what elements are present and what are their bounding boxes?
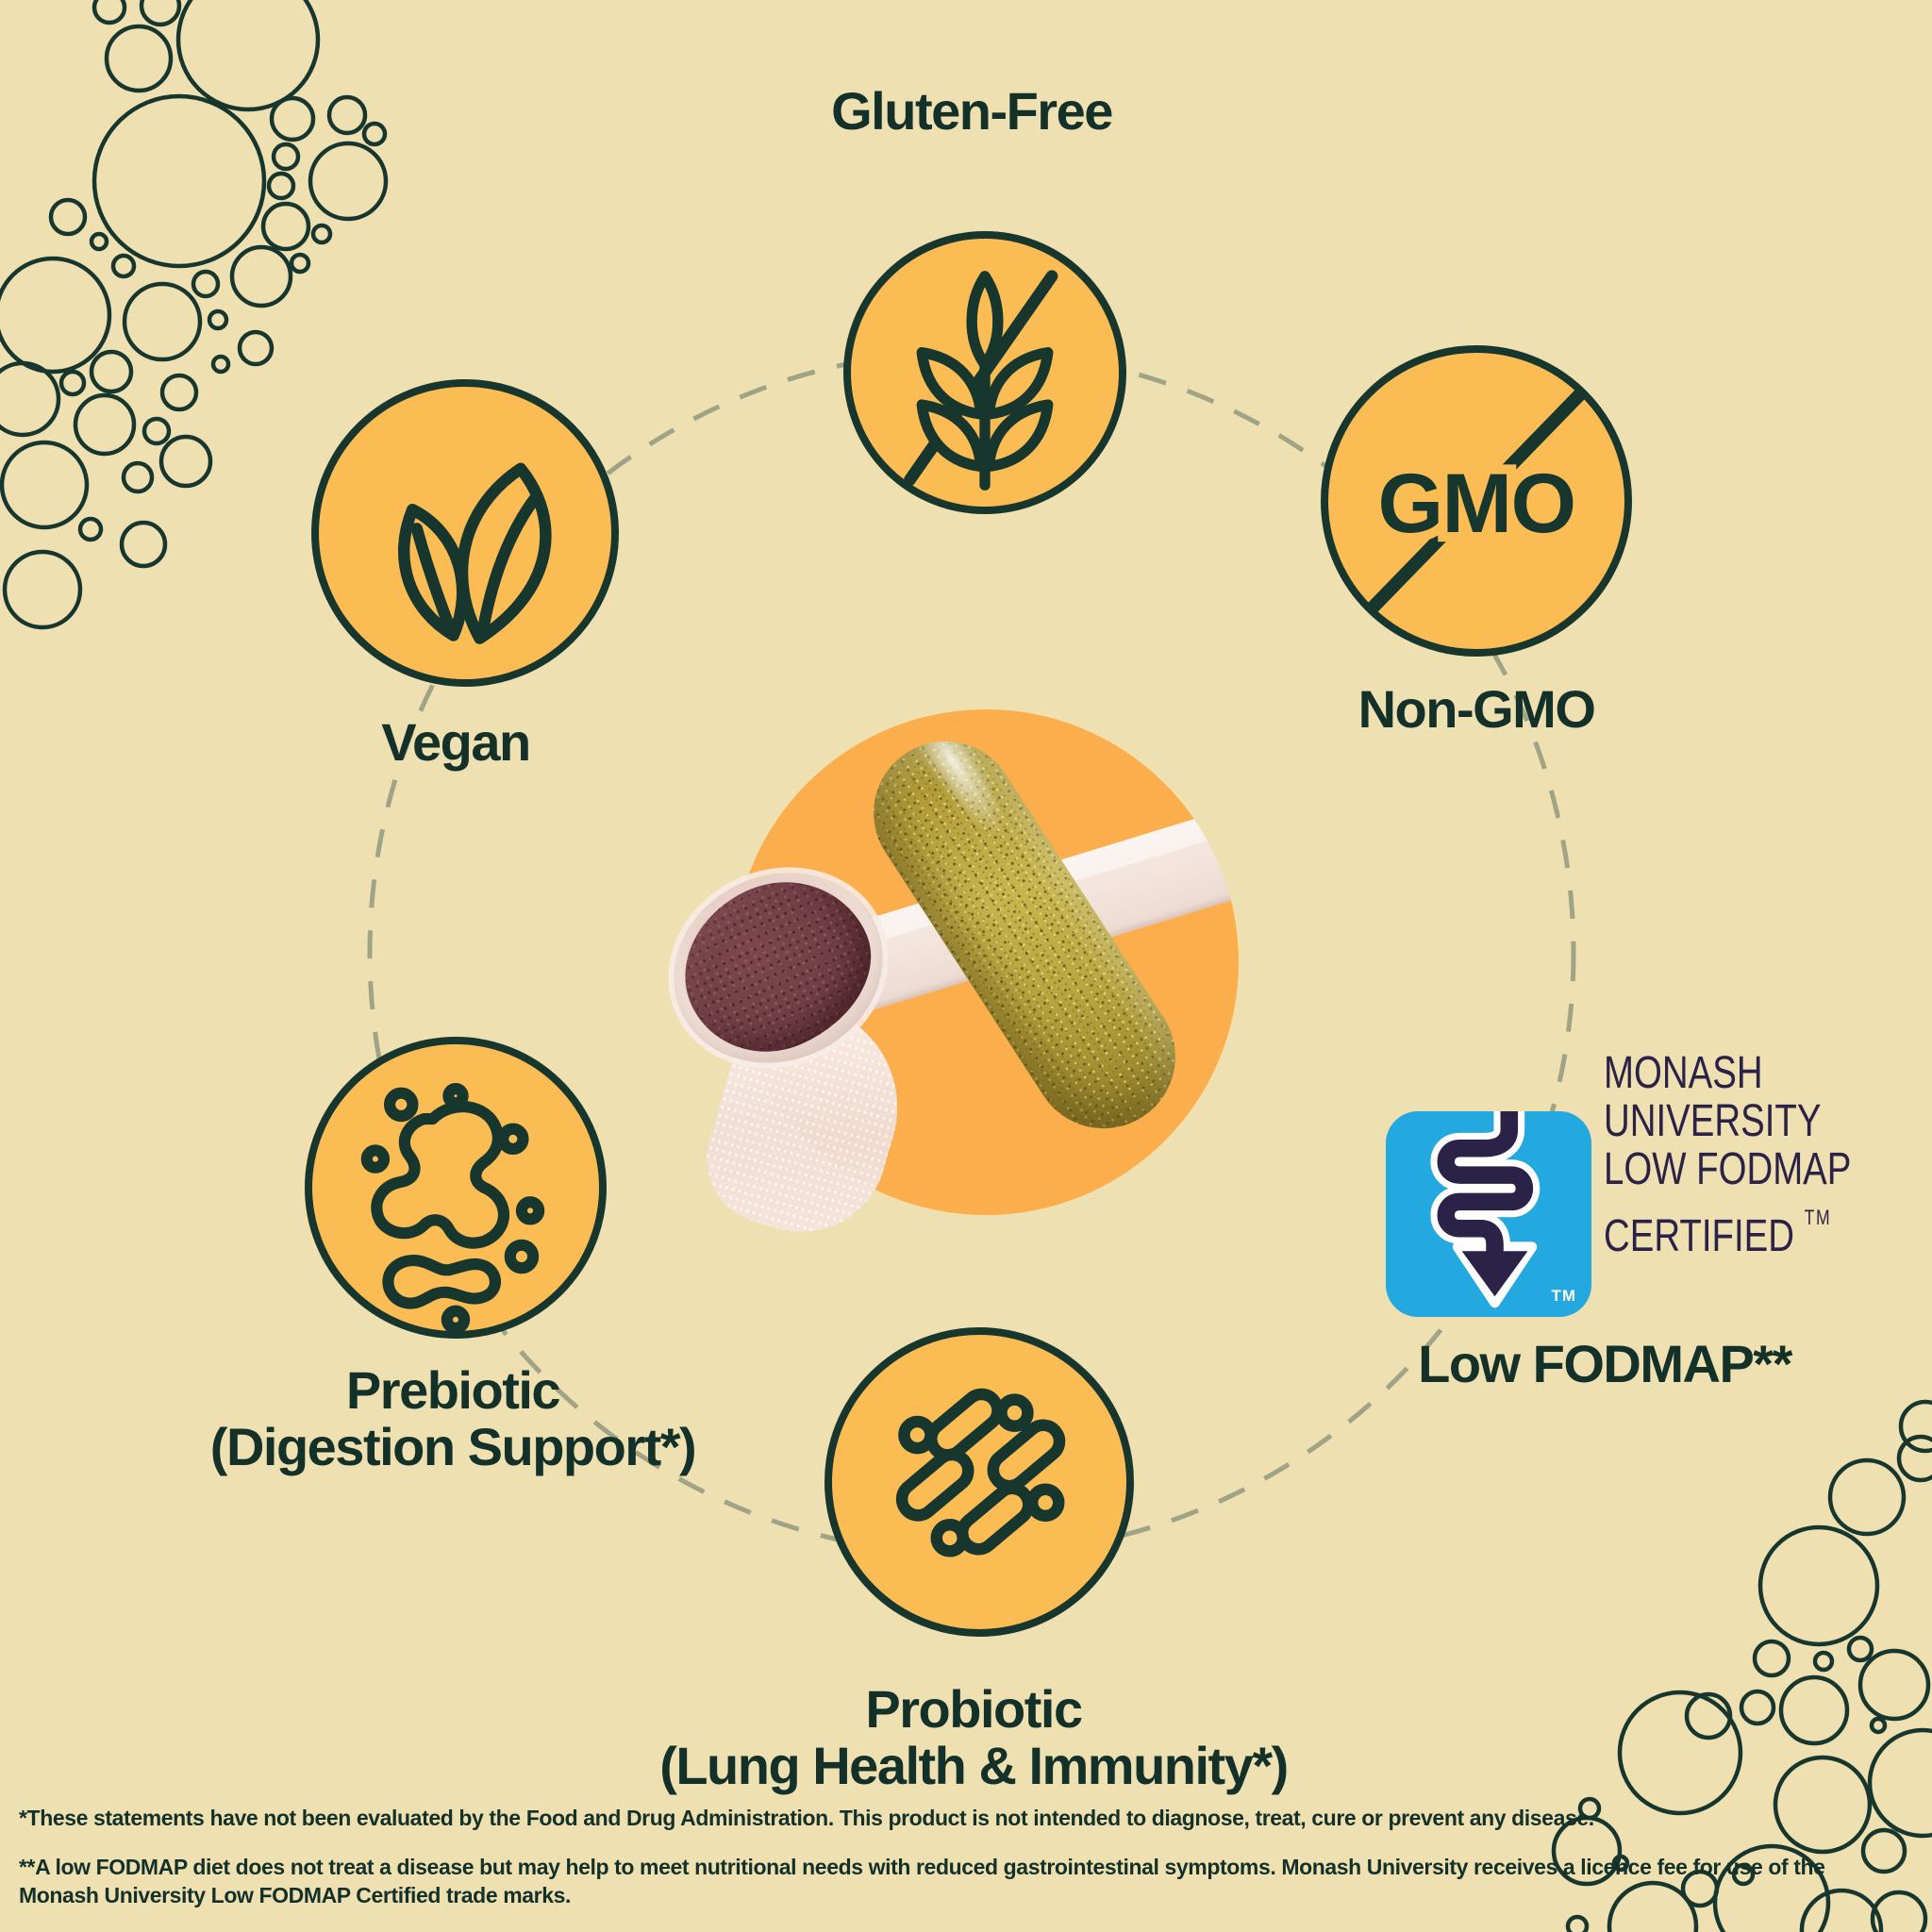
dashed-ring	[367, 348, 1576, 1557]
label-probiotic-subtitle: (Lung Health & Immunity*)	[659, 1736, 1289, 1795]
monash-trademark: TM	[1804, 1206, 1832, 1229]
monash-line-4: CERTIFIED	[1604, 1211, 1794, 1261]
intestine-arrow-icon	[1430, 1111, 1541, 1308]
label-gluten-free: Gluten-Free	[831, 81, 1113, 141]
badge-vegan	[311, 379, 619, 687]
no-gmo-icon: GMO	[1366, 387, 1587, 615]
label-probiotic: Probiotic (Lung Health & Immunity*)	[659, 1679, 1289, 1795]
monash-square-trademark: TM	[1551, 1287, 1576, 1305]
footer-disclaimers: *These statements have not been evaluate…	[19, 1804, 1909, 1930]
badge-gluten-free	[843, 231, 1126, 514]
monash-line-3: LOW FODMAP	[1604, 1144, 1852, 1194]
no-wheat-icon	[904, 270, 1058, 491]
label-probiotic-title: Probiotic	[865, 1679, 1083, 1739]
bubbles-decoration-top-left	[0, 0, 389, 630]
bubbles-decoration-bottom-right	[1551, 1399, 1932, 1932]
badge-probiotic	[824, 1327, 1134, 1637]
label-low-fodmap: Low FODMAP**	[1418, 1334, 1792, 1393]
label-non-gmo: Non-GMO	[1357, 679, 1596, 739]
monash-logo-square: TM	[1386, 1111, 1591, 1317]
badge-prebiotic	[305, 1037, 607, 1339]
disclaimer-fda: *These statements have not been evaluate…	[19, 1806, 1594, 1830]
label-prebiotic-subtitle: (Digestion Support*)	[209, 1417, 697, 1476]
leaves-icon	[398, 462, 552, 644]
probiotic-bacteria-icon	[895, 1388, 1066, 1557]
label-prebiotic-title: Prebiotic	[345, 1360, 561, 1420]
disclaimer-fodmap: **A low FODMAP diet does not treat a dis…	[19, 1855, 1825, 1907]
monash-line-1: MONASH	[1604, 1048, 1763, 1098]
prebiotic-molecule-icon	[360, 1083, 545, 1331]
gmo-icon-text: GMO	[1377, 456, 1574, 550]
badge-non-gmo: GMO	[1321, 345, 1632, 657]
monash-logo-text: MONASH UNIVERSITY LOW FODMAP CERTIFIED T…	[1604, 1049, 1851, 1260]
label-prebiotic: Prebiotic (Digestion Support*)	[209, 1360, 697, 1476]
monash-line-2: UNIVERSITY	[1604, 1096, 1822, 1146]
label-vegan: Vegan	[381, 712, 531, 772]
